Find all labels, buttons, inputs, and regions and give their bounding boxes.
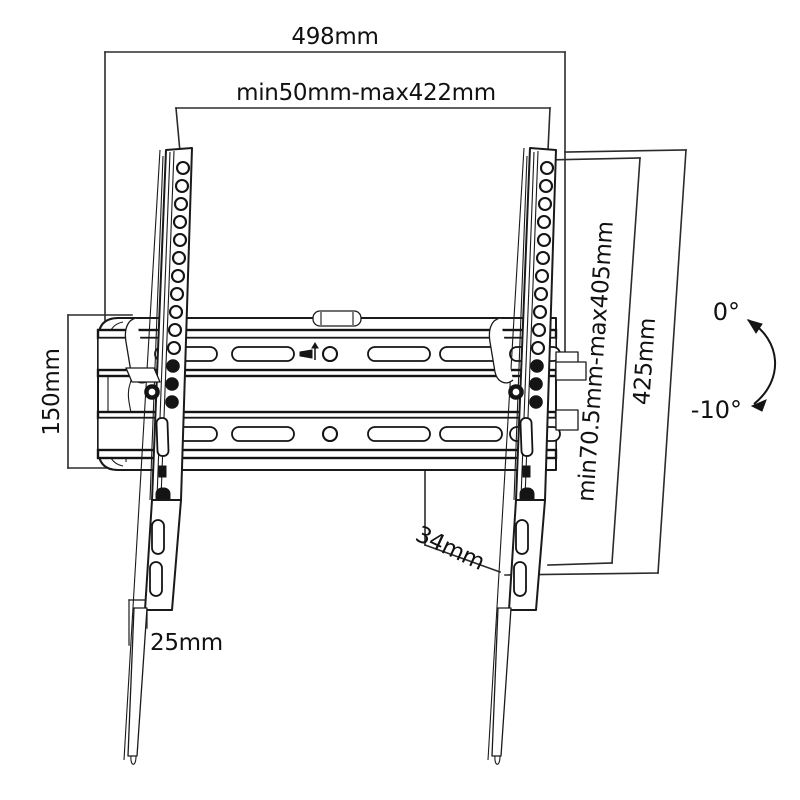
left-arm-hole <box>173 196 189 212</box>
left-lock-latch-mechanism[interactable] <box>124 317 161 400</box>
bubble-level <box>312 310 362 327</box>
tilt-label-minus-ten-degrees: -10° <box>691 396 742 424</box>
right-vertical-mounting-arm[interactable] <box>487 147 557 765</box>
left-arm-hole <box>175 160 191 176</box>
left-latch-pivot-inner <box>147 387 157 397</box>
lower-rail-slot <box>367 426 431 442</box>
right-arm-tail <box>491 607 512 757</box>
wall-plate-left-endcap <box>107 321 124 467</box>
tilt-arrow-head-top <box>746 319 763 334</box>
right-arm-hole <box>529 395 543 409</box>
left-arm-hole <box>169 286 185 302</box>
left-arm-tail <box>127 607 148 757</box>
right-arm-hole <box>539 160 555 176</box>
left-arm-hole <box>170 268 186 284</box>
upper-rail-slot <box>231 346 295 362</box>
dimension-vesa-width: min50mm-max422mm <box>175 80 551 153</box>
left-arm-hole <box>166 340 182 356</box>
dimension-label-vesa-width: min50mm-max422mm <box>236 80 496 106</box>
left-arm-hole <box>166 359 180 373</box>
left-arm-hole <box>167 322 183 338</box>
upper-rail-round-hole <box>321 345 339 363</box>
left-arm-hole <box>174 178 190 194</box>
left-arm-hole <box>172 214 188 230</box>
lower-rail-bottom-edge <box>96 448 558 460</box>
left-arm-back-edge <box>123 149 161 761</box>
right-arm-hole <box>534 268 550 284</box>
right-arm-hole <box>532 304 548 320</box>
right-latch-pivot-inner <box>511 387 521 397</box>
left-arm-lower-slot <box>155 417 170 457</box>
left-arm-notch <box>158 465 167 478</box>
right-arm-hole <box>529 377 543 391</box>
lower-rail-round-hole <box>321 425 339 443</box>
wall-plate-right-tab-lower <box>555 409 579 431</box>
lower-rail-slot <box>231 426 295 442</box>
left-arm-hole <box>171 250 187 266</box>
dimension-label-overall-width: 498mm <box>291 24 378 50</box>
right-arm-hole <box>536 214 552 230</box>
tilt-angle-indicator: 0° -10° <box>691 298 777 424</box>
upper-rail-slot <box>367 346 431 362</box>
dimension-plate-height: 150mm <box>39 314 133 469</box>
dimension-label-overall-height: 425mm <box>629 317 661 406</box>
right-latch-block <box>555 361 587 381</box>
tilt-label-zero-degrees: 0° <box>713 298 740 326</box>
right-arm-lower-slot <box>519 417 534 457</box>
left-arm-hole <box>172 232 188 248</box>
right-arm-hole <box>537 196 553 212</box>
right-arm-back-edge <box>487 147 525 761</box>
right-arm-hole <box>530 359 544 373</box>
dimension-overall-height: 425mm <box>504 149 687 576</box>
upper-rail-arrow-tip <box>311 342 319 349</box>
left-arm-hole <box>168 304 184 320</box>
left-latch-body <box>125 367 161 383</box>
right-arm-hole <box>531 322 547 338</box>
left-arm-hole <box>165 395 179 409</box>
dimension-label-profile-thickness: 25mm <box>150 630 223 656</box>
wall-plate-assembly <box>96 310 579 471</box>
right-arm-hole <box>533 286 549 302</box>
tilt-arrow-head-bottom <box>750 399 767 412</box>
dimension-label-plate-height: 150mm <box>39 348 65 435</box>
upper-rail-arrow-mark <box>299 349 313 359</box>
right-arm-notch <box>522 465 531 478</box>
left-latch-hook <box>124 317 150 384</box>
right-arm-hole <box>535 250 551 266</box>
right-latch-hook <box>488 317 514 384</box>
right-arm-hole <box>530 340 546 356</box>
right-arm-lower-slot-3 <box>513 561 527 597</box>
right-arm-lower-slot-2 <box>515 519 529 555</box>
left-arm-lower-slot-3 <box>149 561 163 597</box>
right-lock-latch-mechanism[interactable] <box>488 317 587 400</box>
dimension-profile-thickness: 25mm <box>128 599 223 656</box>
right-arm-hole <box>538 178 554 194</box>
dimension-overall-width: 498mm <box>104 24 566 353</box>
right-arm-hole <box>536 232 552 248</box>
left-arm-lower-slot-2 <box>151 519 165 555</box>
lower-rail-slot <box>439 426 503 442</box>
left-arm-hole <box>165 377 179 391</box>
left-vertical-mounting-arm[interactable] <box>123 147 193 765</box>
